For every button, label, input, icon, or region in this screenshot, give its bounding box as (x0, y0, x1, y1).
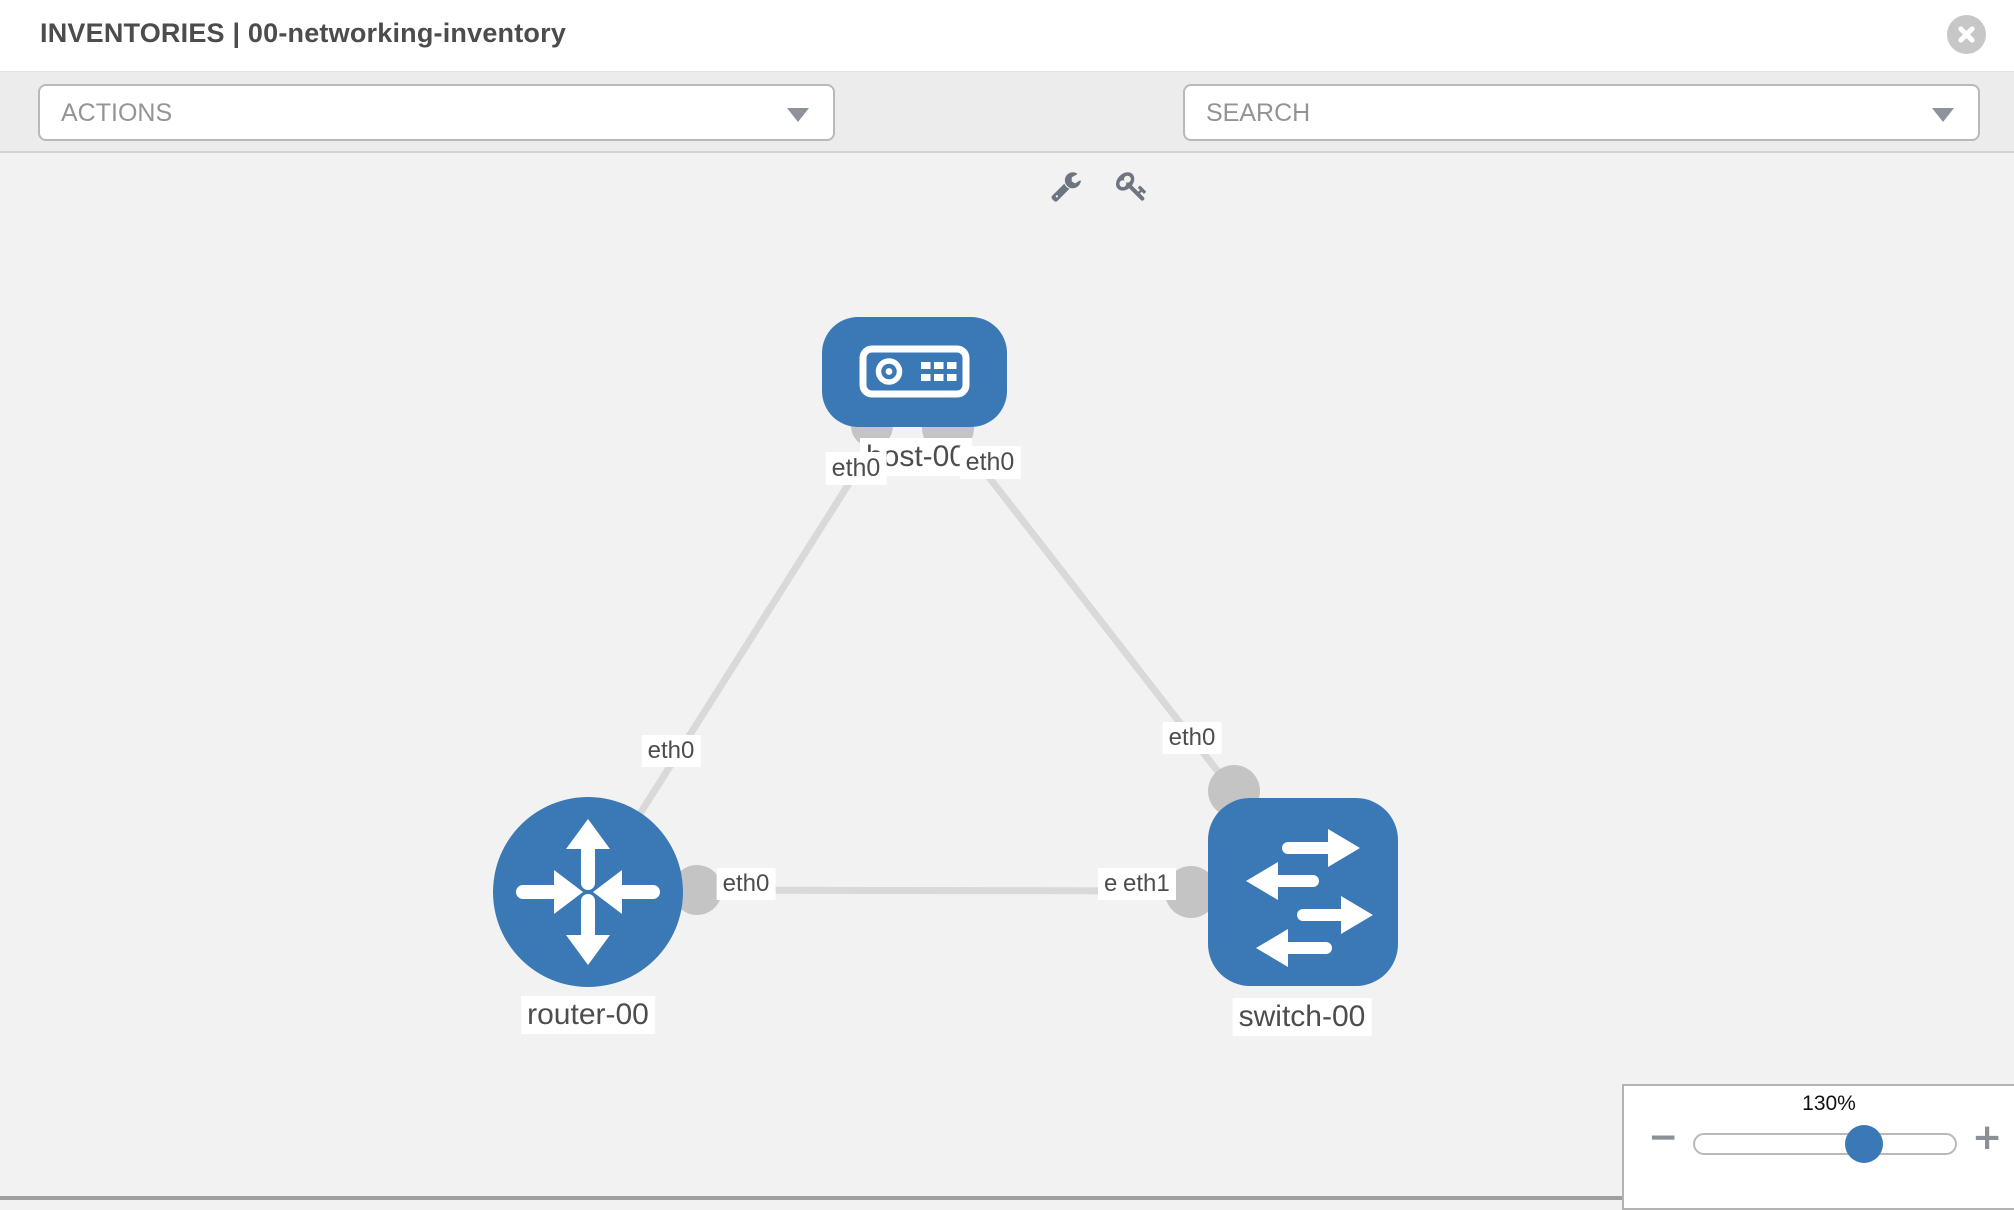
page-title: INVENTORIES | 00-networking-inventory (40, 18, 567, 48)
chevron-down-icon (1932, 108, 1954, 122)
key-button[interactable] (1110, 170, 1154, 208)
zoom-level-value: 130% (1802, 1092, 1856, 1115)
topology-canvas[interactable] (0, 155, 2014, 1200)
canvas-bottom-edge (0, 1196, 2014, 1200)
node-switch[interactable] (1208, 798, 1398, 986)
interface-label-host-left: eth0 (825, 452, 887, 485)
node-host[interactable] (822, 317, 1007, 427)
wrench-button[interactable] (1044, 170, 1088, 208)
key-icon (1116, 172, 1147, 201)
interface-label-router-right: eth0 (716, 868, 776, 900)
search-dropdown[interactable]: SEARCH (1183, 84, 1980, 141)
close-button[interactable] (1947, 15, 1986, 54)
interface-label-host-right: eth0 (959, 446, 1021, 479)
zoom-slider-handle[interactable] (1845, 1125, 1883, 1163)
switch-icon (1246, 829, 1373, 967)
zoom-out-button[interactable]: − (1648, 1117, 1679, 1158)
interface-label-switch-left: eth1 (1117, 868, 1176, 900)
header-bar: INVENTORIES | 00-networking-inventory (0, 0, 2014, 72)
toolbar: ACTIONS SEARCH (0, 72, 2014, 202)
zoom-in-button[interactable]: + (1972, 1117, 2003, 1158)
zoom-control-panel: 130% − + (1622, 1084, 2014, 1210)
interface-label-host-switch-link: eth0 (1162, 722, 1222, 754)
wrench-icon (1051, 172, 1081, 202)
actions-dropdown-label: ACTIONS (61, 99, 173, 127)
node-label-switch: switch-00 (1232, 998, 1372, 1036)
search-dropdown-label: SEARCH (1206, 99, 1311, 127)
actions-dropdown[interactable]: ACTIONS (38, 84, 835, 141)
chevron-down-icon (787, 108, 809, 122)
host-icon (859, 345, 970, 398)
router-icon (516, 819, 660, 965)
node-router[interactable] (493, 797, 683, 987)
zoom-slider-track[interactable] (1693, 1125, 1957, 1163)
node-label-router: router-00 (521, 996, 655, 1034)
interface-label-host-router-link: eth0 (641, 735, 701, 767)
